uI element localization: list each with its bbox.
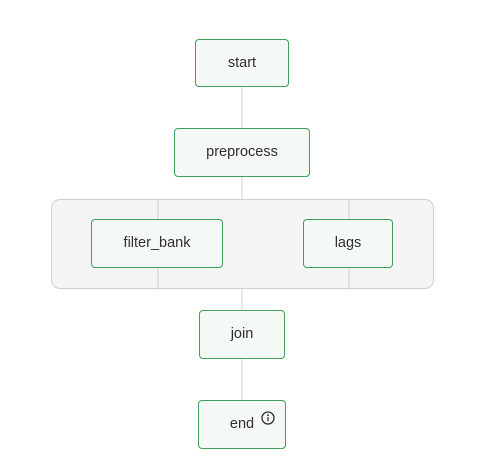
node-join[interactable]: join xyxy=(199,310,285,359)
node-preprocess-label: preprocess xyxy=(206,144,278,161)
node-end[interactable]: end xyxy=(198,400,286,449)
node-start[interactable]: start xyxy=(195,39,289,87)
info-icon[interactable] xyxy=(261,411,275,425)
node-filter-bank-label: filter_bank xyxy=(123,235,191,252)
parallel-group-connectors xyxy=(157,200,350,290)
node-start-label: start xyxy=(227,54,257,71)
node-end-label: end xyxy=(229,416,255,433)
node-lags[interactable]: lags xyxy=(303,219,393,268)
node-lags-label: lags xyxy=(334,235,362,252)
node-join-label: join xyxy=(230,326,254,343)
node-preprocess[interactable]: preprocess xyxy=(174,128,310,177)
node-filter-bank[interactable]: filter_bank xyxy=(91,219,223,268)
